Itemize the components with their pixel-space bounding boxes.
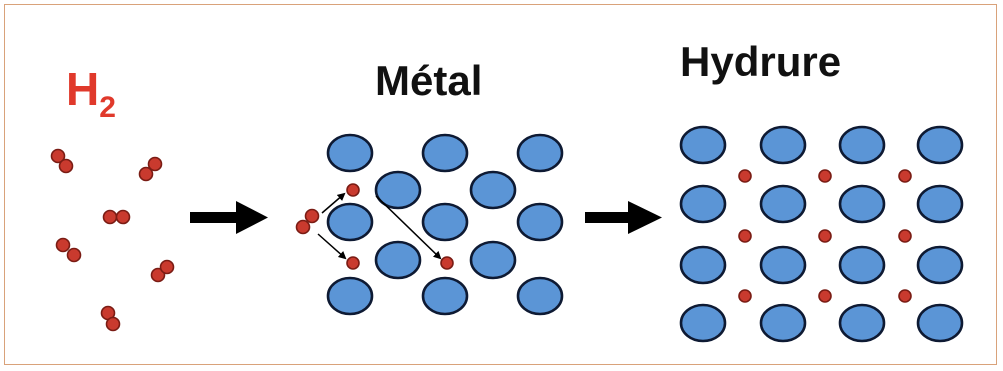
metal-title: Métal (375, 57, 482, 104)
arrow-h2-to-metal (190, 201, 268, 234)
metal-atom (516, 202, 564, 242)
absorbed-hydrogen-atom (346, 256, 360, 270)
metal-atom (374, 240, 422, 280)
hydrogen-atom (55, 237, 71, 253)
metal-atom (759, 245, 807, 285)
h2-molecule (138, 156, 163, 182)
metal-atom (759, 303, 807, 343)
metal-atom (421, 133, 469, 173)
hydrogen-atom (66, 247, 82, 263)
hydrogen-atom (138, 166, 154, 182)
metal-atom (326, 202, 374, 242)
metal-atom (421, 202, 469, 242)
metal-atom (326, 276, 374, 316)
h2-molecule (102, 209, 131, 225)
metal-atom (916, 125, 964, 165)
metal-atom (516, 133, 564, 173)
h2-label: H2 (66, 63, 116, 124)
absorbed-hydrogen-atom (346, 183, 360, 197)
metal-atom (374, 170, 422, 210)
hydrogen-atom (295, 219, 311, 235)
hydrogen-atom (115, 209, 131, 225)
metal-atom (516, 276, 564, 316)
metal-atom (916, 303, 964, 343)
metal-atom (469, 170, 517, 210)
diffusion-arrow (317, 233, 347, 260)
hydride-lattice (679, 125, 964, 343)
interstitial-hydrogen-atom (898, 289, 912, 303)
hydrogen-atom (304, 208, 320, 224)
interstitial-hydrogen-atom (818, 229, 832, 243)
interstitial-hydrogen-atom (898, 169, 912, 183)
hydrogen-atom (150, 267, 166, 283)
interstitial-hydrogen-atom (738, 229, 752, 243)
hydrogen-atom (147, 156, 163, 172)
metal-atom (759, 184, 807, 224)
metal-atom (679, 184, 727, 224)
metal-atom (759, 125, 807, 165)
hydrogen-atom (105, 316, 121, 332)
metal-atom (679, 125, 727, 165)
hydrogen-atom (159, 259, 175, 275)
h2-molecule (150, 259, 175, 283)
diffusion-arrows (317, 192, 442, 260)
diffusion-arrow (321, 192, 346, 214)
h2-molecule (50, 148, 74, 174)
arrow-metal-to-hydride (585, 201, 662, 234)
metal-atom (679, 245, 727, 285)
h2-label-subscript: 2 (99, 91, 116, 124)
metal-atom (326, 133, 374, 173)
metal-atom (838, 303, 886, 343)
h2-label-main: H (66, 63, 99, 115)
free-h2-molecules (50, 148, 175, 332)
metal-atom (916, 184, 964, 224)
metal-atom (679, 303, 727, 343)
adsorbed-h2-molecule (295, 208, 320, 235)
interstitial-hydrogen-atom (738, 289, 752, 303)
h2-molecule (100, 305, 121, 332)
metal-lattice (295, 133, 564, 316)
interstitial-hydrogen-atom (818, 169, 832, 183)
metal-atom (469, 240, 517, 280)
metal-atom (421, 276, 469, 316)
hydrogen-atom (58, 158, 74, 174)
hydride-title: Hydrure (680, 38, 841, 85)
metal-atom (916, 245, 964, 285)
diffusion-arrow (375, 195, 442, 260)
interstitial-hydrogen-atom (818, 289, 832, 303)
metal-atom (838, 125, 886, 165)
hydrogen-atom (50, 148, 66, 164)
h2-molecule (55, 237, 82, 263)
interstitial-hydrogen-atom (898, 229, 912, 243)
absorbed-hydrogen-atom (440, 256, 454, 270)
hydrogen-atom (102, 209, 118, 225)
metal-atom (838, 245, 886, 285)
metal-atom (838, 184, 886, 224)
interstitial-hydrogen-atom (738, 169, 752, 183)
